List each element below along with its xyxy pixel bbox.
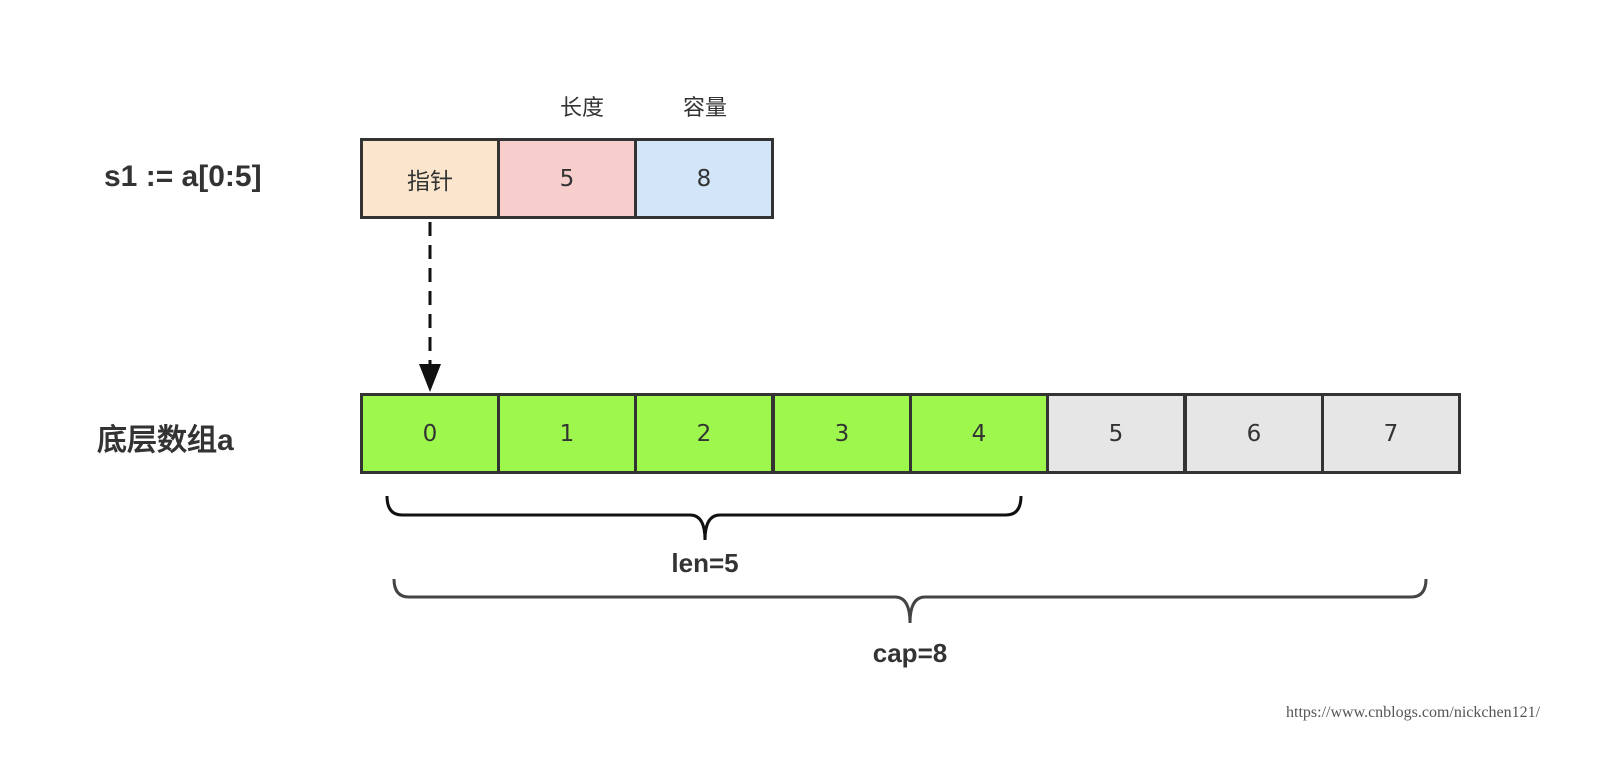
watermark-url: https://www.cnblogs.com/nickchen121/ <box>1286 704 1541 721</box>
cap-brace <box>392 578 1428 624</box>
capacity-header: 容量 <box>682 96 727 121</box>
slice-expression-label: s1 := a[0:5] <box>104 160 262 193</box>
length-header: 长度 <box>559 96 604 121</box>
pointer-cell: 指针 <box>360 138 500 219</box>
array-label: 底层数组a <box>97 424 234 457</box>
capacity-cell: 8 <box>634 138 774 219</box>
len-brace <box>385 495 1023 541</box>
array-cell: 7 <box>1321 393 1461 474</box>
array-cell: 6 <box>1184 393 1324 474</box>
array-cell: 4 <box>909 393 1049 474</box>
len-label: len=5 <box>671 548 739 578</box>
pointer-arrow <box>419 222 441 392</box>
cap-label: cap=8 <box>872 638 948 668</box>
array-cell: 3 <box>772 393 912 474</box>
